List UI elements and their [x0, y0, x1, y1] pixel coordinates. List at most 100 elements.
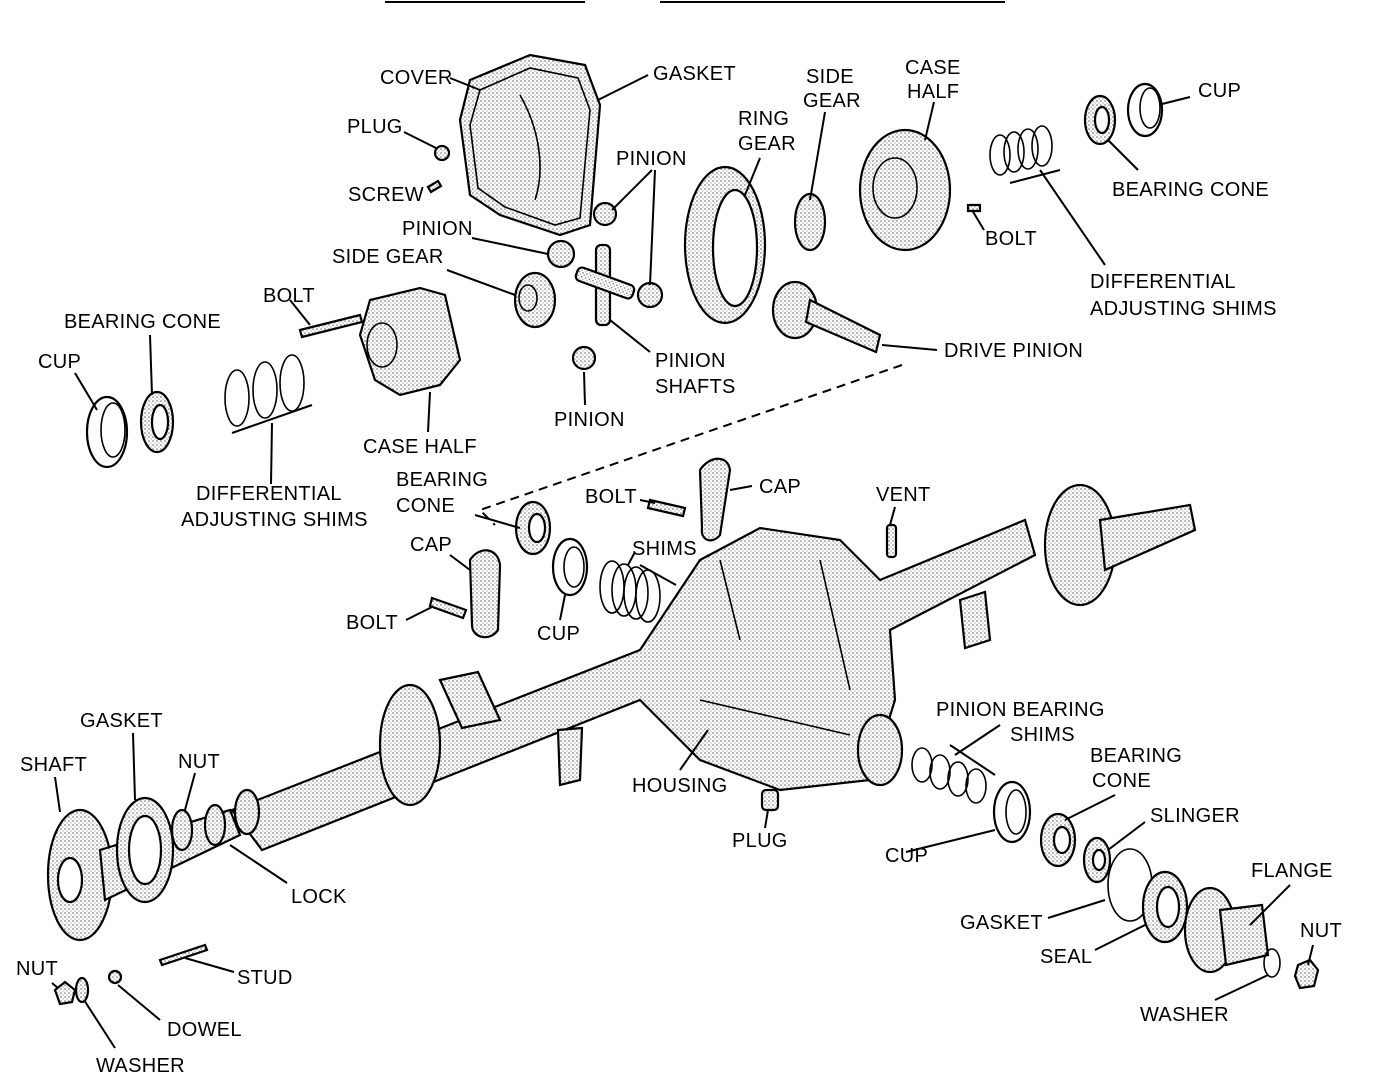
label-case-half-left: CASE HALF: [363, 436, 477, 458]
label-bolt-top-right: BOLT: [985, 228, 1037, 250]
gasket-left-part: [115, 796, 175, 904]
label-bearing-cone-mid-line1: BEARING: [396, 469, 488, 491]
ring-gear-part: [683, 165, 767, 325]
housing-part: [230, 483, 1197, 852]
pinion-right-part: [636, 281, 664, 309]
label-plug-bottom: PLUG: [732, 830, 788, 852]
washer-bottom-left-part: [74, 976, 90, 1004]
label-gasket-bottom: GASKET: [960, 912, 1043, 934]
bearing-cone-mid-part: [514, 500, 552, 556]
label-ring-gear-line2: GEAR: [738, 133, 796, 155]
drive-pinion-part: [771, 280, 882, 354]
label-slinger: SLINGER: [1150, 805, 1240, 827]
flange-part: [1183, 886, 1270, 974]
screw-part: [426, 179, 443, 194]
plug-top-part: [433, 144, 451, 162]
label-shaft: SHAFT: [20, 754, 87, 776]
label-cap-upper: CAP: [759, 476, 801, 498]
label-side-gear-right-line2: GEAR: [803, 90, 861, 112]
label-pinion-mid: PINION: [402, 218, 473, 240]
bearing-cone-left-part: [139, 390, 175, 454]
label-nut-bottom-left: NUT: [16, 958, 58, 980]
label-pinion-shafts-line1: PINION: [655, 350, 726, 372]
label-housing: HOUSING: [632, 775, 727, 797]
vent-part: [885, 523, 898, 559]
cup-mid-part: [551, 537, 589, 597]
label-cup-mid: CUP: [537, 623, 580, 645]
bearing-left-part: [233, 788, 261, 836]
diff-shims-left-part: [224, 354, 313, 434]
label-diff-shims-right-line1: DIFFERENTIAL: [1090, 271, 1236, 293]
label-washer-bottom-right: WASHER: [1140, 1004, 1229, 1026]
shims-mid-part: [599, 560, 677, 623]
label-cup-left: CUP: [38, 351, 81, 373]
label-diff-shims-left-line2: ADJUSTING SHIMS: [181, 509, 368, 531]
label-bolt-mid-lower: BOLT: [346, 612, 398, 634]
cup-bottom-part: [992, 780, 1032, 844]
label-cup-bottom: CUP: [885, 845, 928, 867]
label-pinion-top: PINION: [616, 148, 687, 170]
side-gear-left-part: [513, 271, 557, 329]
bolt-top-right-part: [966, 203, 982, 213]
label-bolt-mid-upper: BOLT: [585, 486, 637, 508]
bearing-cone-top-right-part: [1083, 94, 1117, 146]
label-nut-bottom-right: NUT: [1300, 920, 1342, 942]
label-bearing-cone-top-right: BEARING CONE: [1112, 179, 1269, 201]
dowel-part: [107, 969, 123, 985]
slinger-part: [1082, 836, 1112, 884]
bearing-cone-bottom-part: [1039, 812, 1077, 868]
label-pinion-bottom: PINION: [554, 409, 625, 431]
diff-shims-top-right-part: [989, 125, 1061, 184]
label-gasket-left: GASKET: [80, 710, 163, 732]
label-bearing-cone-bottom-line1: BEARING: [1090, 745, 1182, 767]
pinion-top-part: [592, 201, 618, 227]
plug-bottom-part: [760, 788, 780, 812]
cover-part: [458, 53, 602, 237]
label-bearing-cone-mid-line2: CONE: [396, 495, 455, 517]
label-pinion-bearing-shims-line2: SHIMS: [1010, 724, 1075, 746]
leader-lines: [51, 74, 1314, 1049]
label-dowel: DOWEL: [167, 1019, 242, 1041]
label-nut-left: NUT: [178, 751, 220, 773]
cup-left-part: [85, 395, 129, 469]
label-lock: LOCK: [291, 886, 347, 908]
cap-upper-part: [698, 457, 732, 542]
label-side-gear-right-line1: SIDE: [806, 66, 854, 88]
label-case-half-top-line1: CASE: [905, 57, 961, 79]
label-cup-top-right: CUP: [1198, 80, 1241, 102]
label-drive-pinion: DRIVE PINION: [944, 340, 1083, 362]
nut-bottom-left-part: [53, 980, 77, 1006]
seal-part: [1141, 870, 1189, 944]
label-pinion-bearing-shims-line1: PINION BEARING: [936, 699, 1105, 721]
label-diff-shims-right-line2: ADJUSTING SHIMS: [1090, 298, 1277, 320]
bolt-left-part: [298, 313, 364, 339]
washer-bottom-right-part: [1263, 948, 1281, 978]
label-screw: SCREW: [348, 184, 424, 206]
case-half-left-part: [358, 286, 462, 397]
cap-lower-part: [468, 549, 502, 639]
label-cap-lower: CAP: [410, 534, 452, 556]
label-case-half-top-line2: HALF: [907, 81, 959, 103]
label-cover: COVER: [380, 67, 453, 89]
label-vent: VENT: [876, 484, 931, 506]
pinion-bottom-part: [571, 345, 597, 371]
nut-left-part: [170, 808, 194, 852]
label-washer-bottom-left: WASHER: [96, 1055, 185, 1076]
side-gear-right-part: [793, 192, 827, 252]
label-side-gear-left: SIDE GEAR: [332, 246, 444, 268]
pinion-shafts-part: [574, 243, 636, 327]
label-ring-gear-line1: RING: [738, 108, 789, 130]
label-bolt-left: BOLT: [263, 285, 315, 307]
nut-bottom-right-part: [1293, 958, 1320, 990]
label-gasket-top: GASKET: [653, 63, 736, 85]
label-shims: SHIMS: [632, 538, 697, 560]
label-flange: FLANGE: [1251, 860, 1333, 882]
pinion-mid-part: [546, 239, 576, 269]
bolt-mid-lower-part: [428, 596, 468, 620]
case-half-top-part: [858, 128, 952, 252]
label-seal: SEAL: [1040, 946, 1092, 968]
label-diff-shims-left-line1: DIFFERENTIAL: [196, 483, 342, 505]
label-plug-top: PLUG: [347, 116, 403, 138]
pinion-bearing-shims-part: [911, 744, 996, 804]
